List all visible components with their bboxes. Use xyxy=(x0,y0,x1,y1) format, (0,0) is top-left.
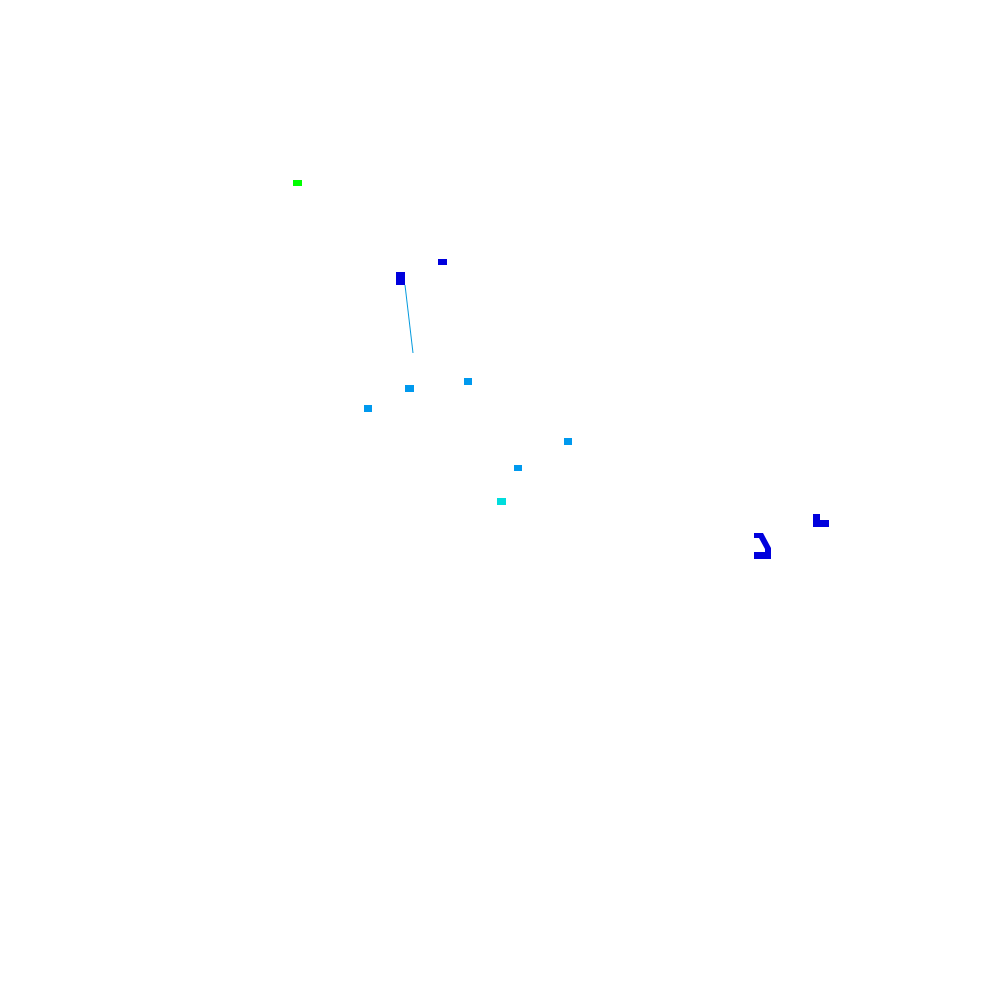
light-blue-marker-4 xyxy=(564,438,572,445)
light-blue-marker-2 xyxy=(464,378,472,385)
light-blue-marker-5 xyxy=(514,465,522,471)
blue-marker-small xyxy=(438,259,447,265)
light-blue-marker-1 xyxy=(405,385,414,392)
blue-bracket-shape xyxy=(754,533,771,559)
blue-marker-tall xyxy=(396,272,405,285)
light-blue-marker-3 xyxy=(364,405,372,412)
blue-l-shape xyxy=(813,514,829,527)
green-marker xyxy=(293,180,302,186)
connector-line xyxy=(404,284,414,354)
cyan-marker xyxy=(497,498,506,505)
